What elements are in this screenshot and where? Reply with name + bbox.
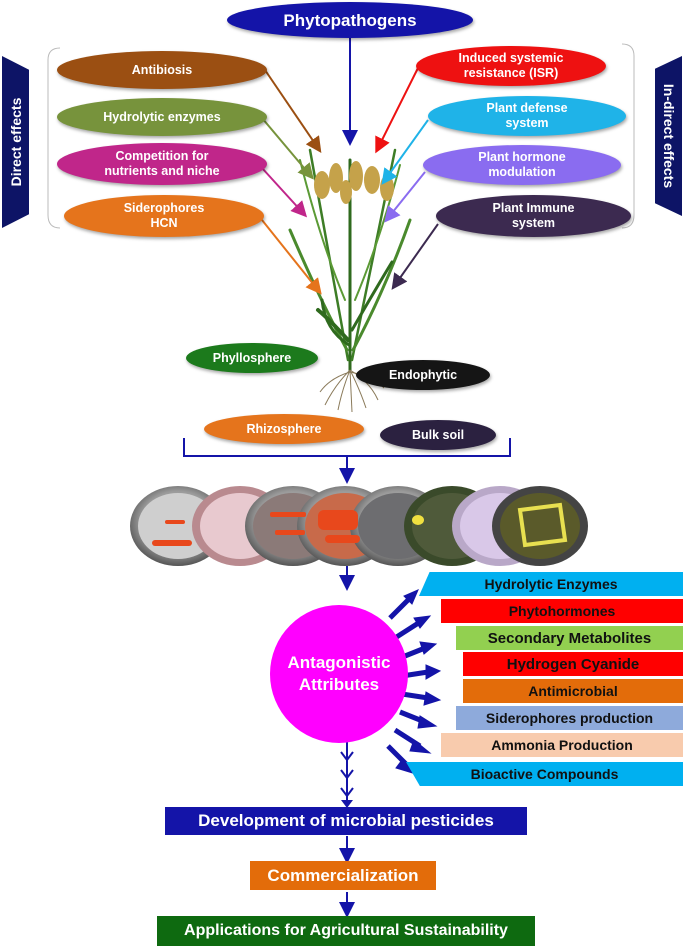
- attribute-band: Ammonia Production: [441, 733, 683, 757]
- attribute-band: Phytohormones: [441, 599, 683, 623]
- indirect-effects-tab: In-direct effects: [655, 56, 682, 216]
- phytopathogens-banner: Phytopathogens: [227, 2, 473, 38]
- attribute-band: Hydrolytic Enzymes: [419, 572, 683, 596]
- attribute-label: Siderophores production: [485, 710, 654, 726]
- attribute-band: Secondary Metabolites: [456, 626, 683, 650]
- rhizosphere-label: Rhizosphere: [246, 421, 322, 436]
- plant-defense-label: Plant defense system: [486, 101, 568, 130]
- attribute-label: Antimicrobial: [528, 683, 618, 699]
- attribute-label: Phytohormones: [508, 603, 616, 619]
- attribute-label: Secondary Metabolites: [487, 629, 652, 647]
- petri-dishes: [130, 486, 588, 566]
- direct-effects-tab: Direct effects: [2, 56, 29, 228]
- attribute-band: Antimicrobial: [463, 679, 683, 703]
- competition-ellipse: Competition for nutrients and niche: [57, 143, 267, 185]
- attribute-label: Hydrolytic Enzymes: [484, 576, 618, 592]
- attribute-label: Bioactive Compounds: [470, 766, 619, 782]
- direct-effects-label: Direct effects: [7, 97, 24, 187]
- applications-label: Applications for Agricultural Sustainabi…: [184, 922, 508, 939]
- bulk-soil-ellipse: Bulk soil: [380, 420, 496, 450]
- siderophores-hcn-ellipse: Siderophores HCN: [64, 195, 264, 237]
- endophytic-label: Endophytic: [388, 367, 458, 382]
- phyllosphere-ellipse: Phyllosphere: [186, 343, 318, 373]
- competition-label: Competition for nutrients and niche: [104, 149, 220, 178]
- grain-heads: [314, 161, 394, 204]
- antibiosis-label: Antibiosis: [131, 62, 193, 77]
- attribute-band: Hydrogen Cyanide: [463, 652, 683, 676]
- attribute-label: Ammonia Production: [491, 737, 633, 753]
- phyllosphere-label: Phyllosphere: [212, 350, 292, 365]
- isr-ellipse: Induced systemic resistance (ISR): [416, 46, 606, 86]
- attribute-band: Siderophores production: [456, 706, 683, 730]
- endophytic-ellipse: Endophytic: [356, 360, 490, 390]
- development-label: Development of microbial pesticides: [198, 811, 494, 830]
- plant-hormone-ellipse: Plant hormone modulation: [423, 145, 621, 185]
- commercialization-label: Commercialization: [267, 865, 419, 885]
- applications-banner: Applications for Agricultural Sustainabi…: [157, 916, 535, 946]
- attribute-band: Bioactive Compounds: [406, 762, 683, 786]
- rhizosphere-ellipse: Rhizosphere: [204, 414, 364, 444]
- bulk-soil-label: Bulk soil: [411, 427, 465, 442]
- antibiosis-ellipse: Antibiosis: [57, 51, 267, 89]
- plant-hormone-label: Plant hormone modulation: [478, 150, 566, 179]
- isr-label: Induced systemic resistance (ISR): [458, 51, 564, 80]
- hydrolytic-enzymes-label: Hydrolytic enzymes: [103, 109, 221, 124]
- indirect-effects-label: In-direct effects: [660, 83, 677, 189]
- plant-immune-label: Plant Immune system: [492, 201, 575, 230]
- phytopathogens-label: Phytopathogens: [283, 10, 417, 30]
- antagonistic-attributes-circle: Antagonistic Attributes: [270, 605, 408, 743]
- plant-defense-ellipse: Plant defense system: [428, 96, 626, 136]
- development-banner: Development of microbial pesticides: [165, 807, 527, 835]
- plant-immune-ellipse: Plant Immune system: [436, 195, 631, 237]
- attribute-label: Hydrogen Cyanide: [506, 655, 640, 673]
- antagonistic-attributes-label: Antagonistic Attributes: [287, 653, 391, 694]
- siderophores-hcn-label: Siderophores HCN: [123, 201, 205, 230]
- hydrolytic-enzymes-ellipse: Hydrolytic enzymes: [57, 98, 267, 136]
- commercialization-banner: Commercialization: [250, 861, 436, 890]
